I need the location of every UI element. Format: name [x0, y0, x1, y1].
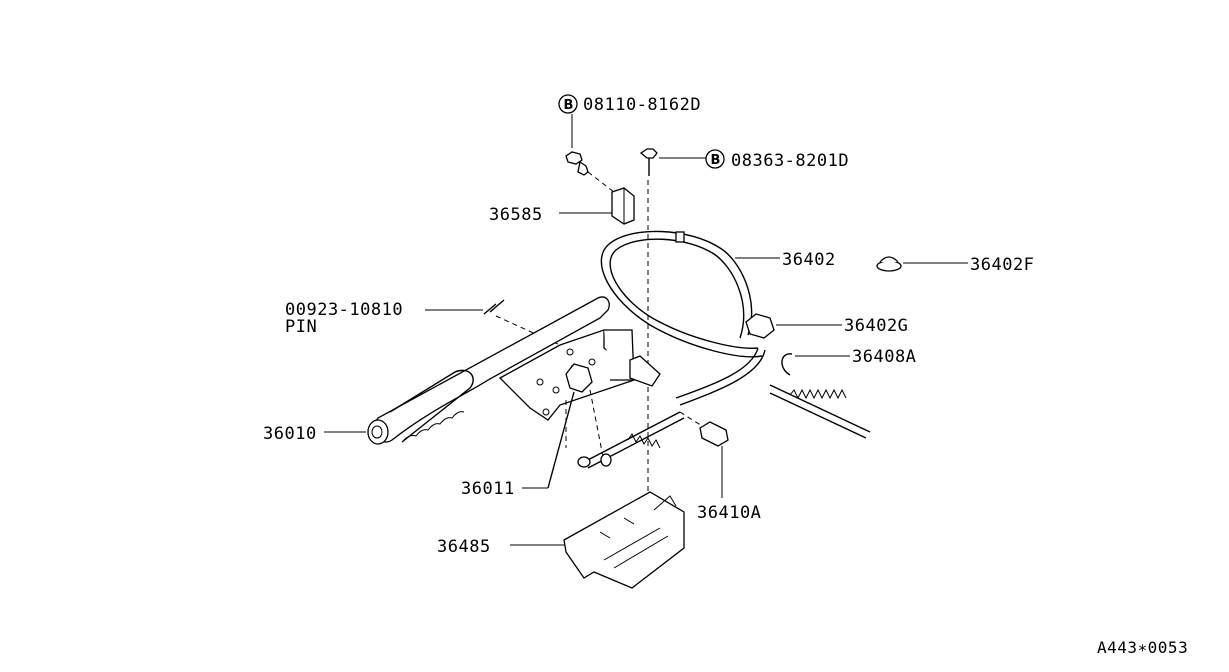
front-cable-part [600, 230, 871, 439]
bolt-top-symbol: B [564, 98, 574, 113]
label-adjuster: 36410A [697, 503, 761, 523]
label-cover: 36485 [437, 537, 491, 557]
grommet-part [876, 256, 968, 272]
lever-bracket-part [522, 363, 605, 489]
label-clamp: 36585 [489, 205, 543, 225]
label-cable-grommet: 36402G [844, 316, 908, 336]
label-grommet: 36402F [970, 255, 1034, 275]
clip-part [781, 353, 850, 376]
label-pin-word: PIN [285, 317, 317, 337]
clamp-part [559, 187, 635, 225]
adjuster-part [577, 411, 729, 498]
cover-part [510, 491, 685, 589]
label-front-cable: 36402 [782, 250, 836, 270]
label-pin: 00923-10810 [285, 300, 403, 320]
label-clip: 36408A [852, 347, 916, 367]
cable-grommet-part [745, 313, 842, 339]
bolt-top-part: B [558, 94, 615, 193]
label-lever-assembly: 36010 [263, 424, 317, 444]
label-bolt-right: 08363-8201D [731, 151, 849, 171]
bolt-right-symbol: B [711, 153, 721, 168]
reference-code: A443∗0053 [1097, 638, 1188, 657]
label-lever-bracket: 36011 [461, 479, 515, 499]
label-bolt-top: 08110-8162D [583, 95, 701, 115]
